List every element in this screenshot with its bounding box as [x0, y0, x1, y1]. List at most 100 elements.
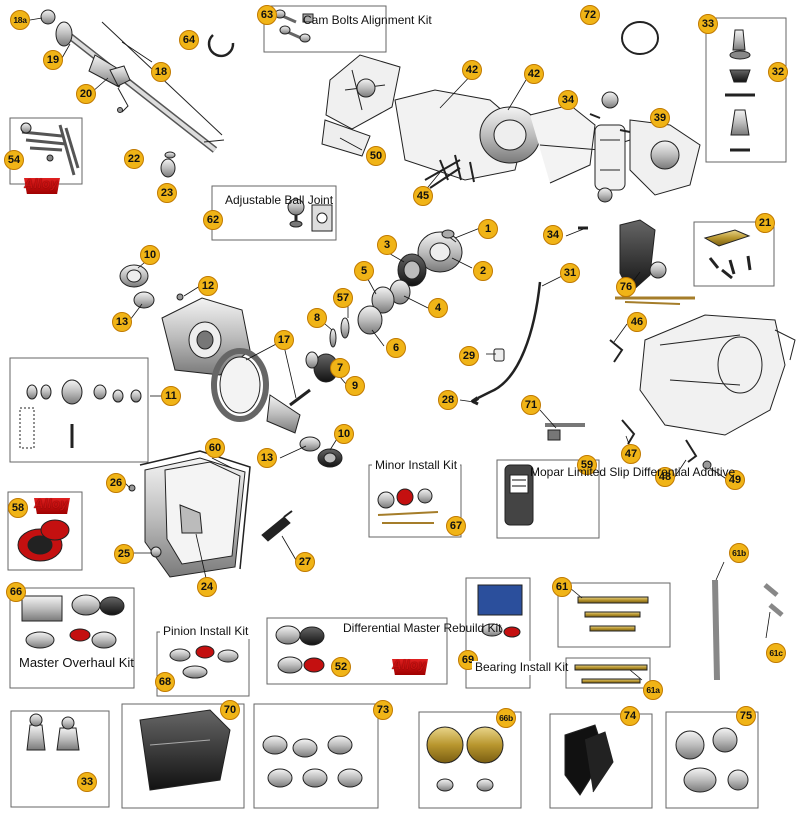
callout[interactable]: 50 [366, 146, 386, 166]
callout[interactable]: 23 [157, 183, 177, 203]
gear-set-66b [426, 726, 504, 792]
alloy-logo: Alloy [24, 176, 59, 191]
callout[interactable]: 47 [621, 444, 641, 464]
callout[interactable]: 32 [768, 62, 788, 82]
cover-bolt-26 [128, 484, 136, 492]
callout[interactable]: 31 [560, 263, 580, 283]
callout[interactable]: 34 [558, 90, 578, 110]
callout[interactable]: 20 [76, 84, 96, 104]
callout[interactable]: 68 [155, 672, 175, 692]
mopar-additive-label: Mopar Limited Slip Differential Additive [530, 465, 736, 479]
callout[interactable]: 33 [77, 772, 97, 792]
callout[interactable]: 21 [755, 213, 775, 233]
callout[interactable]: 1 [478, 219, 498, 239]
callout[interactable]: 3 [377, 235, 397, 255]
callout[interactable]: 61b [729, 543, 749, 563]
callout[interactable]: 25 [114, 544, 134, 564]
callout[interactable]: 46 [627, 312, 647, 332]
callout[interactable]: 19 [43, 50, 63, 70]
callout[interactable]: 42 [524, 64, 544, 84]
callout[interactable]: 10 [140, 245, 160, 265]
knuckle-studs [424, 154, 475, 189]
minor-install-kit-parts [377, 488, 439, 524]
callout[interactable]: 59 [577, 455, 597, 475]
callout[interactable]: 66 [6, 582, 26, 602]
callout[interactable]: 29 [459, 346, 479, 366]
callout[interactable]: 76 [616, 277, 636, 297]
callout[interactable]: 58 [8, 498, 28, 518]
callout[interactable]: 5 [354, 261, 374, 281]
callout[interactable]: 62 [203, 210, 223, 230]
callout[interactable]: 28 [438, 390, 458, 410]
axle-seals-58 [17, 519, 70, 562]
alloy-logo-badge [392, 659, 428, 675]
callout[interactable]: 18 [151, 62, 171, 82]
snap-ring [207, 34, 235, 58]
callout[interactable]: 66b [496, 708, 516, 728]
callout[interactable]: 13 [112, 312, 132, 332]
callout[interactable]: 75 [736, 706, 756, 726]
callout[interactable]: 13 [257, 448, 277, 468]
callout[interactable]: 45 [413, 186, 433, 206]
callout[interactable]: 11 [161, 386, 181, 406]
callout[interactable]: 71 [521, 395, 541, 415]
callout[interactable]: 60 [205, 438, 225, 458]
callout[interactable]: 9 [345, 376, 365, 396]
shim-8 [329, 328, 337, 348]
callout[interactable]: 74 [620, 706, 640, 726]
callout[interactable]: 18a [10, 10, 30, 30]
callout[interactable]: 7 [330, 358, 350, 378]
callout[interactable]: 39 [650, 108, 670, 128]
callout[interactable]: 64 [179, 30, 199, 50]
callout[interactable]: 61a [643, 680, 663, 700]
master-overhaul-kit-label: Master Overhaul Kit [19, 655, 134, 670]
callout[interactable]: 26 [106, 473, 126, 493]
bearing-kit-73 [262, 735, 363, 788]
callout[interactable]: 73 [373, 700, 393, 720]
adjustable-ball-joint-label: Adjustable Ball Joint [225, 193, 334, 207]
axle-seal-22 [164, 151, 176, 159]
callout[interactable]: 42 [462, 60, 482, 80]
callout[interactable]: 10 [334, 424, 354, 444]
callout[interactable]: 33 [698, 14, 718, 34]
callout[interactable]: 49 [725, 470, 745, 490]
callout[interactable]: 4 [428, 298, 448, 318]
callout[interactable]: 52 [331, 657, 351, 677]
ball-joint-set [725, 29, 755, 152]
callout[interactable]: 22 [124, 149, 144, 169]
callout[interactable]: 2 [473, 261, 493, 281]
callout[interactable]: 61 [552, 577, 572, 597]
master-overhaul-kit-parts [21, 594, 125, 649]
carrier-bearings [119, 264, 343, 468]
callout[interactable]: 12 [198, 276, 218, 296]
callout[interactable]: 34 [543, 225, 563, 245]
sealant-tube [261, 516, 291, 542]
callout[interactable]: 70 [220, 700, 240, 720]
fill-plug-25 [150, 546, 162, 558]
rear-housing [609, 314, 796, 470]
callout[interactable]: 6 [386, 338, 406, 358]
axle-kit-parts [20, 122, 80, 176]
bolt-34 [589, 113, 601, 119]
callout[interactable]: 67 [446, 516, 466, 536]
callout[interactable]: 24 [197, 577, 217, 597]
callout[interactable]: 48 [655, 467, 675, 487]
callout[interactable]: 8 [307, 308, 327, 328]
callout[interactable]: 17 [274, 330, 294, 350]
callout[interactable]: 61c [766, 643, 786, 663]
callout[interactable]: 63 [257, 5, 277, 25]
ring-gear-carrier-parts [357, 229, 463, 335]
breather-tube [477, 281, 542, 400]
bracket-set-74 [564, 724, 614, 796]
callout[interactable]: 72 [580, 5, 600, 25]
callout[interactable]: 27 [295, 552, 315, 572]
shim-set-75 [675, 727, 749, 793]
pinion-install-kit-label: Pinion Install Kit [160, 624, 252, 639]
steering-knuckle-left [321, 54, 401, 157]
callout[interactable]: 57 [333, 288, 353, 308]
callout[interactable]: 54 [4, 150, 24, 170]
mopar-additive-bottle [504, 464, 534, 526]
bolt-39 [619, 129, 631, 133]
bearing-install-kit-label: Bearing Install Kit [472, 660, 568, 675]
